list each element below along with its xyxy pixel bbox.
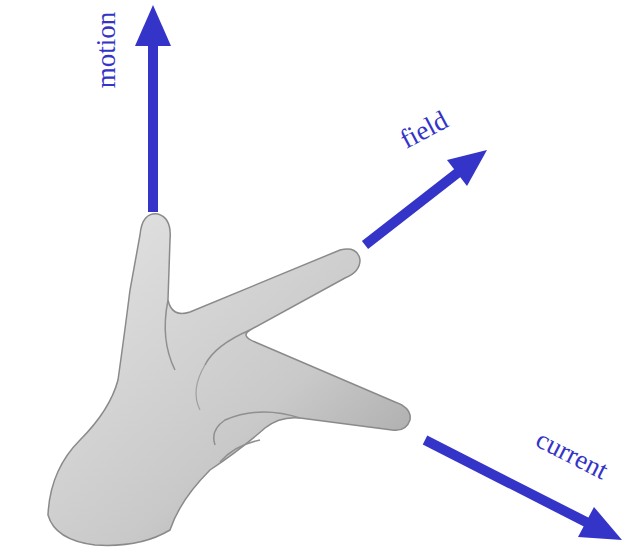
current-label: current <box>532 426 612 485</box>
folded-finger <box>220 440 260 462</box>
arrow-head <box>447 150 487 186</box>
finger-crease <box>205 330 250 365</box>
hand-shape <box>48 214 410 546</box>
motion-arrow <box>148 40 158 212</box>
arrow-head <box>135 5 171 46</box>
field-label: field <box>396 106 452 153</box>
palm-crease <box>196 365 205 410</box>
field-arrow <box>365 171 460 245</box>
motion-label: motion <box>93 12 120 89</box>
thumb-crease <box>165 300 175 370</box>
arrow-head <box>578 507 622 540</box>
